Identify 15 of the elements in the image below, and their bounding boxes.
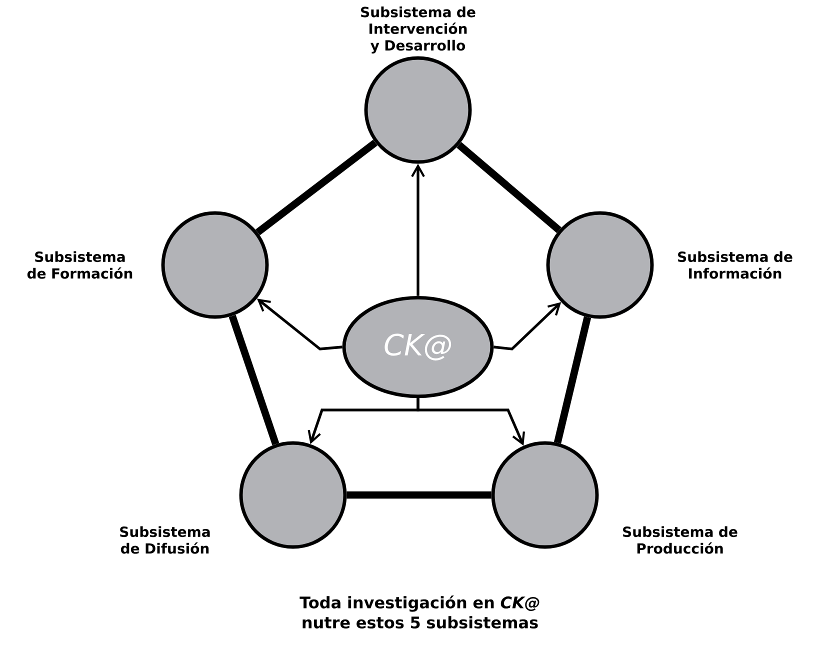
arrow <box>256 298 342 350</box>
connector-line <box>255 140 378 236</box>
node-label: Subsistema de Producción <box>623 526 738 554</box>
connector-line <box>554 316 592 444</box>
arrow <box>411 164 425 296</box>
caption: Toda investigación en CK@ nutre estos 5 subsistemas <box>300 596 540 629</box>
node-label: Subsistema de Difusión <box>120 526 210 554</box>
node-label: Subsistema de Formación <box>27 251 132 279</box>
arrow <box>494 302 562 350</box>
node-label: Subsistema de Información <box>678 251 792 279</box>
node-label: Subsistema de Intervención y Desarrollo <box>361 6 476 54</box>
connector-line <box>228 314 280 446</box>
arrow <box>416 398 525 446</box>
connector-line <box>346 491 492 499</box>
connector-line <box>456 142 562 233</box>
